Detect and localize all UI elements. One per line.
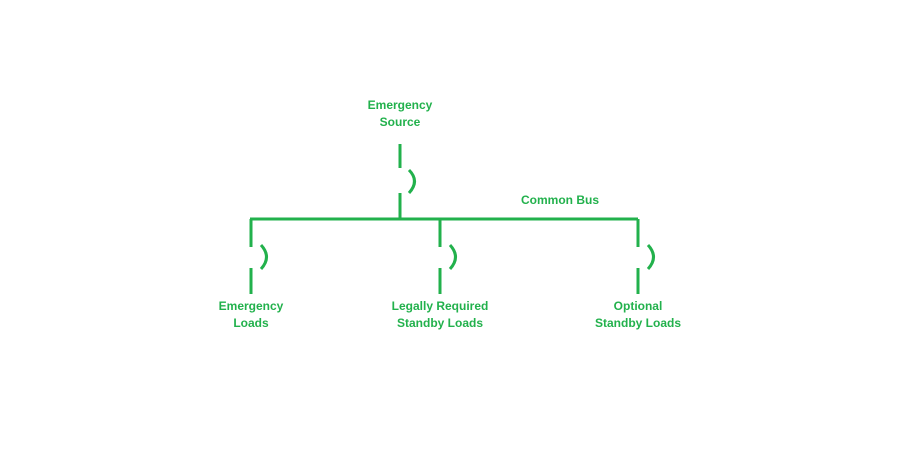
bus-label: Common Bus	[505, 192, 615, 209]
branch-legally-required-switch-contact	[448, 243, 457, 271]
load-label-emergency-line1: Emergency	[218, 299, 284, 313]
load-label-legally-required: Legally Required Standby Loads	[375, 298, 505, 332]
branch-emergency-switch-contact	[259, 243, 268, 271]
load-label-emergency: Emergency Loads	[191, 298, 311, 332]
source-label: Emergency Source	[350, 97, 450, 131]
source-label-line1: Emergency	[367, 98, 433, 112]
load-label-legally-required-line1: Legally Required	[391, 299, 489, 313]
load-label-optional-line1: Optional	[613, 299, 663, 313]
load-label-legally-required-line2: Standby Loads	[396, 316, 483, 330]
branch-optional-switch-contact	[646, 243, 655, 271]
load-label-optional-line2: Standby Loads	[594, 316, 681, 330]
load-label-optional: Optional Standby Loads	[578, 298, 698, 332]
bus-label-text: Common Bus	[521, 193, 599, 207]
load-label-emergency-line2: Loads	[233, 316, 269, 330]
source-label-line2: Source	[379, 115, 421, 129]
source-switch-contact	[407, 168, 416, 195]
